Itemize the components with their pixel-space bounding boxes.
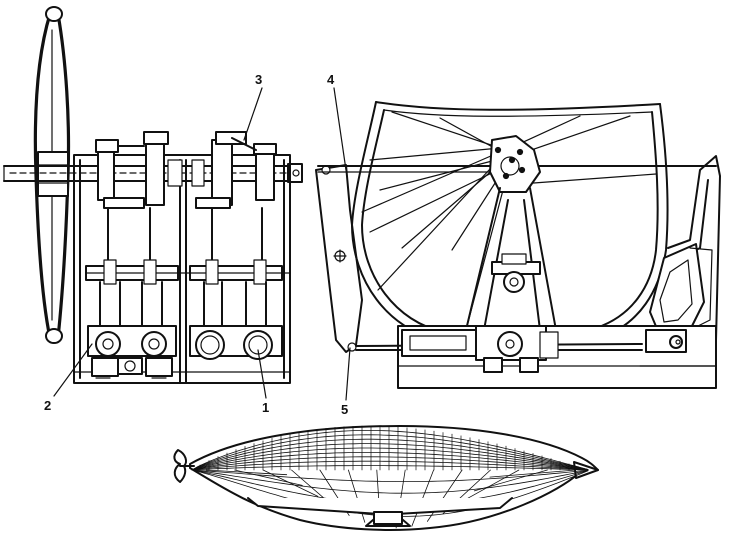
leader-4 — [333, 87, 347, 171]
crankshaft — [95, 131, 277, 209]
leader-3 — [243, 87, 263, 141]
label-5: 5 — [341, 402, 348, 417]
connecting-rods — [85, 207, 291, 329]
airship-gondola — [247, 497, 513, 527]
mesh-line — [191, 438, 589, 471]
cylinders — [87, 325, 283, 379]
mesh-radial — [262, 469, 319, 497]
propeller-wheel — [33, 6, 71, 344]
leader-1 — [257, 349, 267, 399]
mesh-radial — [489, 469, 577, 478]
airship-mesh — [191, 425, 589, 529]
label-4: 4 — [327, 72, 335, 87]
wheel-hub — [489, 135, 541, 193]
mesh-line — [191, 465, 589, 471]
mesh-line — [191, 460, 589, 471]
mesh-radial — [234, 469, 303, 486]
engine-side-view — [3, 6, 303, 384]
mesh-line — [191, 469, 589, 482]
support-column — [465, 187, 557, 331]
wheel-frame-view — [315, 101, 721, 389]
leader-2 — [53, 343, 93, 397]
callouts: 3 4 2 1 5 — [44, 72, 351, 417]
label-1: 1 — [262, 400, 269, 415]
mesh-line — [191, 456, 589, 471]
right-frame — [649, 155, 721, 341]
leader-5 — [345, 347, 351, 401]
bottom-cylinder — [401, 325, 687, 373]
mesh-line — [191, 430, 589, 471]
mesh-line — [191, 452, 589, 471]
mesh-line — [191, 443, 589, 471]
label-2: 2 — [44, 398, 51, 413]
mesh-line — [191, 434, 589, 471]
label-3: 3 — [255, 72, 262, 87]
mesh-line — [191, 469, 589, 494]
mesh-line — [191, 447, 589, 471]
